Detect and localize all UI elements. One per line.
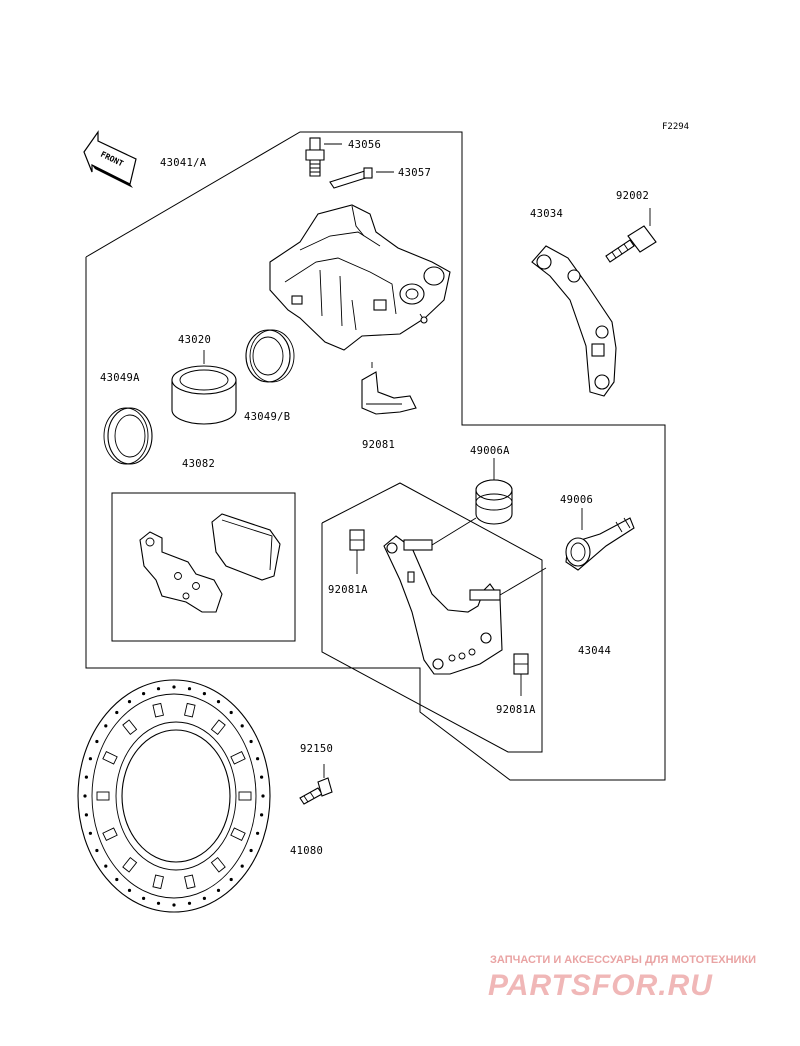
disc-hole: [95, 848, 99, 853]
disc-vent-cutout: [230, 750, 246, 765]
disc-hole: [249, 848, 253, 853]
part-label-92002: 92002: [616, 190, 649, 202]
disc-vent-cutout: [210, 856, 226, 873]
disc-vent-cutout: [230, 827, 246, 842]
disc-vent-cutout: [102, 827, 118, 842]
disc-hole: [142, 692, 146, 696]
disc-hole: [256, 831, 260, 835]
disc-vent-cutout: [210, 719, 226, 736]
pad-spring-clip-lower: [513, 653, 529, 696]
pad-spring-clip-upper: [349, 529, 365, 574]
disc-hole: [187, 687, 192, 691]
disc-hole: [260, 775, 264, 779]
disc-vent-cutout: [152, 874, 164, 890]
disc-hole: [260, 813, 264, 817]
disc-hole: [88, 831, 92, 835]
part-label-43057: 43057: [398, 167, 431, 179]
disc-hole: [115, 710, 119, 715]
brake-pads: [139, 513, 281, 613]
disc-hole: [202, 896, 206, 901]
disc-hole: [216, 888, 221, 893]
disc-hole: [240, 864, 244, 868]
watermark-brand: PARTSFOR.RU: [488, 969, 713, 1002]
part-label-92150: 92150: [300, 743, 333, 755]
disc-hole: [229, 877, 233, 882]
pin-boot-a: [475, 458, 513, 525]
caliper-assembly-frame: [85, 131, 666, 781]
pin-boot: [565, 508, 635, 571]
disc-hole: [187, 901, 192, 905]
disc-hole: [261, 794, 265, 798]
disc-hole: [156, 901, 161, 905]
pad-set-box: [111, 492, 296, 642]
disc-hole: [127, 888, 132, 893]
bracket-subassembly-frame: [321, 482, 543, 753]
part-label-43082: 43082: [182, 458, 215, 470]
disc-vent-cutout: [184, 874, 196, 890]
part-label-43049b: 43049/B: [244, 411, 290, 423]
disc-hole: [216, 700, 221, 704]
watermark-tagline: ЗАПЧАСТИ И АКСЕССУАРЫ ДЛЯ МОТОТЕХНИКИ: [490, 954, 756, 966]
disc-hole: [240, 724, 244, 728]
part-label-41080: 41080: [290, 845, 323, 857]
torque-link: [531, 245, 617, 397]
bleed-valve: [305, 137, 342, 177]
piston-seal: [245, 329, 295, 383]
disc-vent-cutout: [238, 791, 252, 801]
dust-seal: [103, 407, 153, 465]
disc-hole: [95, 739, 99, 744]
disc-hole: [84, 813, 88, 817]
part-label-43044: 43044: [578, 645, 611, 657]
part-label-43020: 43020: [178, 334, 211, 346]
part-label-92081a-upper: 92081A: [328, 584, 368, 596]
part-label-43056: 43056: [348, 139, 381, 151]
caliper-piston: [171, 350, 237, 425]
disc-vent-cutout: [122, 719, 138, 736]
disc-vent-cutout: [152, 702, 164, 718]
disc-bolt: [299, 764, 333, 805]
disc-vent-cutout: [184, 702, 196, 718]
part-label-43049a: 43049A: [100, 372, 140, 384]
disc-hole: [229, 710, 233, 715]
disc-hole: [84, 775, 88, 779]
part-label-43041a: 43041/A: [160, 157, 207, 169]
disc-hole: [142, 896, 146, 901]
part-label-92081: 92081: [362, 439, 395, 451]
reference-code: F2294: [662, 122, 689, 132]
disc-vent-cutout: [102, 750, 118, 765]
brake-disc: [77, 679, 271, 913]
part-label-49006a: 49006A: [470, 445, 510, 457]
part-label-43034: 43034: [530, 208, 563, 220]
disc-hole: [249, 739, 253, 744]
bleed-cap: [329, 167, 394, 189]
torque-link-bolt: [605, 208, 657, 263]
part-label-92081a-lower: 92081A: [496, 704, 536, 716]
pad-spring: [361, 362, 417, 415]
disc-hole: [202, 692, 206, 696]
caliper-body: [269, 204, 451, 351]
disc-hole: [172, 903, 176, 907]
disc-hole: [127, 700, 132, 704]
part-label-49006: 49006: [560, 494, 593, 506]
disc-vent-cutout: [122, 856, 138, 873]
disc-vent-cutout: [96, 791, 110, 801]
caliper-bracket: [383, 517, 547, 675]
disc-hole: [104, 724, 108, 728]
disc-hole: [115, 877, 119, 882]
disc-hole: [104, 864, 108, 868]
disc-hole: [83, 794, 87, 798]
front-arrow-icon: FRONT: [83, 130, 137, 188]
disc-hole: [256, 757, 260, 761]
disc-hole: [172, 685, 176, 689]
disc-hole: [88, 757, 92, 761]
disc-hole: [156, 687, 161, 691]
